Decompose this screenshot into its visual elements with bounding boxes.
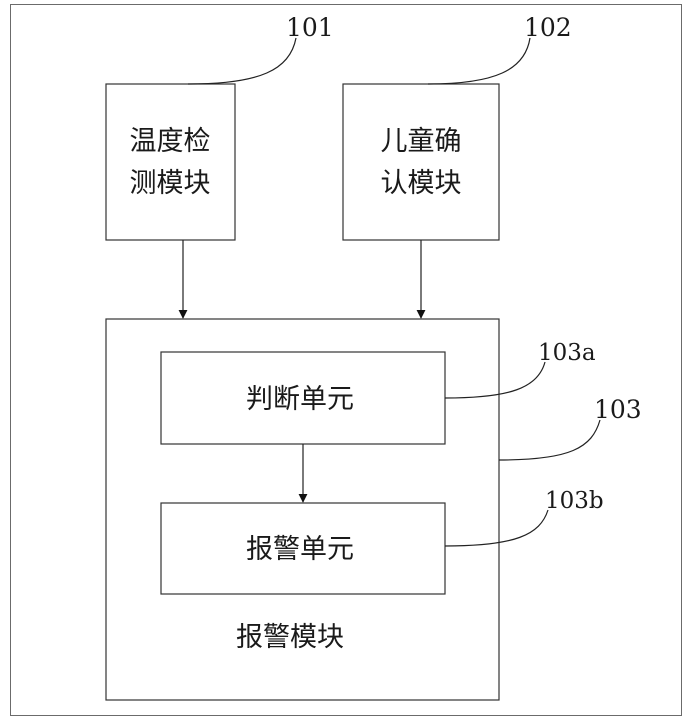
ref-label-101: 101 <box>286 13 334 42</box>
ref-leader-102 <box>427 37 531 85</box>
ref-leader-103a <box>444 361 546 399</box>
temperature-module-label-line1: 温度检 <box>130 126 211 157</box>
child-module-label-line2: 认模块 <box>381 168 462 199</box>
ref-label-103b: 103b <box>545 488 604 514</box>
alarm-unit-box <box>160 502 446 595</box>
temperature-module-label-line2: 测模块 <box>130 168 211 199</box>
ref-leader-103b <box>444 509 549 547</box>
ref-label-102: 102 <box>524 13 572 42</box>
alarm-module-label: 报警模块 <box>236 622 344 653</box>
child-confirmation-module-box <box>342 83 500 241</box>
ref-label-103: 103 <box>594 395 642 424</box>
child-module-label-line1: 儿童确 <box>381 126 462 157</box>
diagram-frame <box>10 4 682 716</box>
judgment-unit-label: 判断单元 <box>246 384 354 415</box>
ref-leader-103 <box>498 419 601 461</box>
ref-leader-101 <box>187 37 297 85</box>
temperature-detection-module-box <box>105 83 236 241</box>
ref-label-103a: 103a <box>538 340 596 366</box>
alarm-unit-label: 报警单元 <box>246 534 354 565</box>
